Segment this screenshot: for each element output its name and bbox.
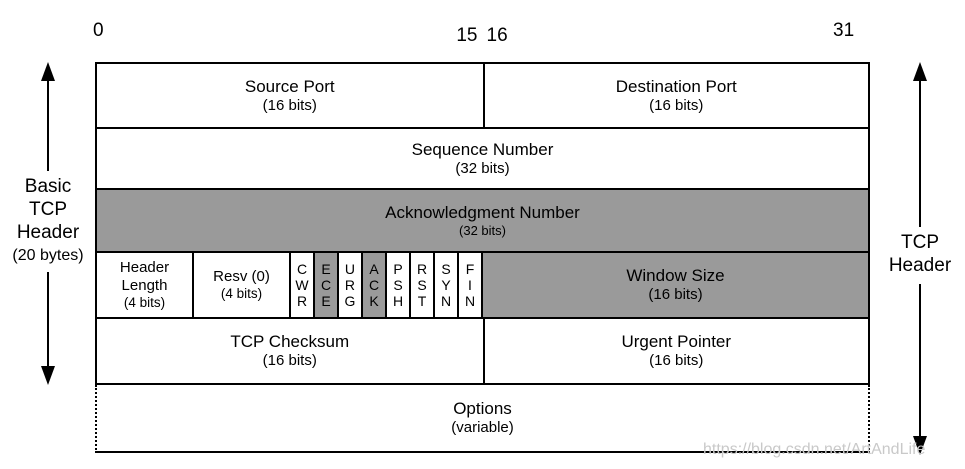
field-title: Sequence Number	[411, 139, 554, 159]
flag-letters: U R G	[344, 261, 356, 309]
field-title: Destination Port	[615, 76, 737, 96]
flag-cwr: C W R	[289, 253, 313, 317]
flag-letters: E C E	[320, 261, 332, 309]
bit-label-16: 16	[486, 25, 508, 46]
field-title: Acknowledgment Number	[385, 202, 580, 222]
flag-letters: F I N	[464, 261, 476, 309]
label-line: Basic	[24, 176, 72, 197]
row-ports: Source Port (16 bits) Destination Port (…	[97, 64, 868, 127]
flag-letters: A C K	[368, 261, 380, 309]
field-options: Options (variable)	[95, 385, 870, 453]
flag-ece: E C E	[313, 253, 337, 317]
flag-fin: F I N	[457, 253, 481, 317]
label-subtitle: (20 bytes)	[12, 247, 84, 264]
field-subtitle: (16 bits)	[262, 352, 317, 370]
label-line: TCP	[901, 232, 939, 253]
label-line: Header	[888, 255, 952, 276]
field-subtitle: (16 bits)	[648, 286, 703, 304]
arrow-up-icon	[41, 62, 55, 81]
arrow-line	[47, 79, 49, 171]
bit-label-31: 31	[833, 20, 855, 41]
field-acknowledgment-number: Acknowledgment Number (32 bits)	[97, 190, 868, 251]
basic-tcp-header-label: Basic TCP Header (20 bytes)	[0, 175, 96, 267]
row-checksum-urgent: TCP Checksum (16 bits) Urgent Pointer (1…	[97, 317, 868, 383]
flag-ack: A C K	[361, 253, 385, 317]
field-title: Window Size	[626, 266, 725, 285]
field-title: Urgent Pointer	[621, 332, 732, 351]
tcp-header-table: Source Port (16 bits) Destination Port (…	[95, 62, 870, 385]
flag-letters: P S H	[392, 261, 404, 309]
label-line: Header	[16, 222, 80, 243]
field-subtitle: (32 bits)	[455, 159, 510, 177]
bit-label-0: 0	[93, 20, 104, 41]
bit-labels-15-16: 15 16	[422, 25, 542, 47]
arrow-down-icon	[41, 366, 55, 385]
arrow-up-icon	[913, 62, 927, 81]
field-reserved: Resv (0) (4 bits)	[192, 253, 289, 317]
field-subtitle: (16 bits)	[649, 352, 704, 370]
field-title: Resv (0)	[213, 267, 270, 285]
label-line: TCP	[29, 199, 67, 220]
field-title: Options	[453, 399, 512, 418]
arrow-down-icon	[913, 436, 927, 455]
field-window-size: Window Size (16 bits)	[481, 253, 868, 317]
flag-rst: R S T	[409, 253, 433, 317]
tcp-header-label: TCP Header	[868, 231, 965, 277]
field-sequence-number: Sequence Number (32 bits)	[97, 129, 868, 188]
field-urgent-pointer: Urgent Pointer (16 bits)	[482, 319, 868, 383]
flag-letters: C W R	[295, 261, 309, 309]
field-header-length: Header Length (4 bits)	[97, 253, 192, 317]
field-title: TCP Checksum	[230, 332, 350, 351]
arrow-line	[47, 272, 49, 367]
row-flags: Header Length (4 bits) Resv (0) (4 bits)…	[97, 251, 868, 317]
bit-label-15: 15	[456, 25, 478, 46]
field-source-port: Source Port (16 bits)	[97, 64, 483, 127]
arrow-line	[919, 79, 921, 227]
flag-syn: S Y N	[433, 253, 457, 317]
field-subtitle: (variable)	[451, 419, 514, 437]
flag-psh: P S H	[385, 253, 409, 317]
flag-urg: U R G	[337, 253, 361, 317]
field-subtitle: (16 bits)	[262, 96, 317, 114]
watermark-text: https://blog.csdn.net/ArtAndLife	[703, 441, 926, 458]
flag-letters: R S T	[416, 261, 428, 309]
arrow-line	[919, 284, 921, 437]
field-tcp-checksum: TCP Checksum (16 bits)	[97, 319, 483, 383]
flag-letters: S Y N	[440, 261, 452, 309]
field-subtitle: (4 bits)	[220, 285, 263, 301]
field-subtitle: (16 bits)	[649, 96, 704, 114]
field-subtitle: (32 bits)	[459, 223, 506, 238]
row-acknowledgment-number: Acknowledgment Number (32 bits)	[97, 188, 868, 251]
field-title: Header Length	[119, 258, 170, 294]
field-subtitle: (4 bits)	[123, 294, 166, 310]
row-sequence-number: Sequence Number (32 bits)	[97, 127, 868, 188]
field-title: Source Port	[244, 76, 335, 96]
field-destination-port: Destination Port (16 bits)	[482, 64, 868, 127]
